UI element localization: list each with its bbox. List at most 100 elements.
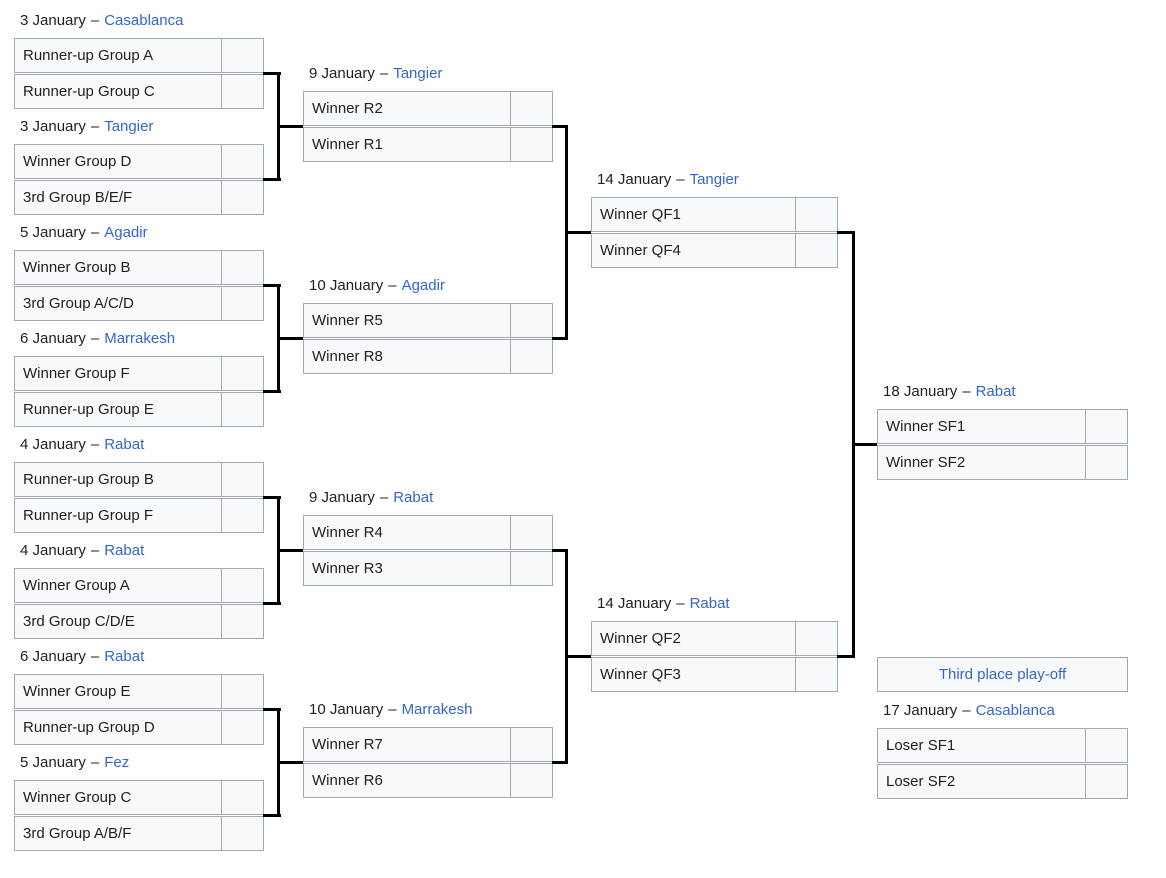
team-row: Runner-up Group A [14, 38, 264, 73]
team-row: Winner Group D [14, 144, 264, 179]
date-venue-separator: – [90, 224, 100, 241]
date-venue-separator: – [90, 436, 100, 453]
date-venue-separator: – [379, 489, 389, 506]
team-name: Winner Group C [23, 789, 132, 806]
match-header: 17 January–Casablanca [877, 700, 1128, 722]
score-cell [1085, 410, 1127, 443]
team-name: Winner Group D [23, 153, 132, 170]
venue-link[interactable]: Tangier [393, 65, 443, 82]
match-date: 4 January [20, 542, 86, 559]
team-row: Runner-up Group C [14, 74, 264, 109]
team-name: Winner Group A [23, 577, 130, 594]
match-sf-2: 14 January–Rabat Winner QF2 Winner QF3 [591, 593, 838, 692]
score-cell [795, 234, 837, 267]
match-r16-3: 5 January–Agadir Winner Group B 3rd Grou… [14, 222, 264, 321]
match-date: 3 January [20, 118, 86, 135]
score-cell [221, 605, 263, 638]
match-header: 18 January–Rabat [877, 381, 1128, 403]
match-sf-1: 14 January–Tangier Winner QF1 Winner QF4 [591, 169, 838, 268]
venue-link[interactable]: Tangier [689, 171, 739, 188]
team-row: Winner SF1 [877, 409, 1128, 444]
venue-link[interactable]: Rabat [689, 595, 730, 612]
venue-link[interactable]: Casablanca [104, 12, 184, 29]
connector-line [552, 125, 568, 128]
match-header: 4 January–Rabat [14, 540, 264, 562]
team-name: Runner-up Group B [23, 471, 154, 488]
team-row: Winner Group E [14, 674, 264, 709]
match-header: 3 January–Casablanca [14, 10, 264, 32]
score-cell [221, 499, 263, 532]
team-name: Winner Group E [23, 683, 131, 700]
match-header: 4 January–Rabat [14, 434, 264, 456]
team-row: 3rd Group B/E/F [14, 180, 264, 215]
score-cell [221, 393, 263, 426]
score-cell [795, 198, 837, 231]
match-r16-6: 4 January–Rabat Winner Group A 3rd Group… [14, 540, 264, 639]
match-r16-7: 6 January–Rabat Winner Group E Runner-up… [14, 646, 264, 745]
team-name: Loser SF1 [886, 737, 956, 754]
match-header: 6 January–Rabat [14, 646, 264, 668]
team-name: Runner-up Group F [23, 507, 154, 524]
team-row: Winner Group B [14, 250, 264, 285]
match-header: 5 January–Agadir [14, 222, 264, 244]
team-row: Winner R6 [303, 763, 553, 798]
score-cell [795, 658, 837, 691]
match-qf-4: 10 January–Marrakesh Winner R7 Winner R6 [303, 699, 553, 798]
team-name: Winner SF2 [886, 454, 966, 471]
score-cell [510, 552, 552, 585]
venue-link[interactable]: Tangier [104, 118, 154, 135]
connector-line [277, 761, 303, 764]
match-date: 17 January [883, 702, 958, 719]
team-row: Winner SF2 [877, 445, 1128, 480]
match-date: 10 January [309, 277, 384, 294]
third-place-link[interactable]: Third place play-off [938, 666, 1067, 683]
match-date: 9 January [309, 65, 375, 82]
third-place-header: Third place play-off [877, 657, 1128, 692]
team-name: 3rd Group C/D/E [23, 613, 135, 630]
venue-link[interactable]: Casablanca [975, 702, 1055, 719]
match-header: 14 January–Tangier [591, 169, 838, 191]
score-cell [221, 251, 263, 284]
score-cell [221, 463, 263, 496]
score-cell [221, 817, 263, 850]
score-cell [510, 304, 552, 337]
match-date: 5 January [20, 754, 86, 771]
team-name: Winner R4 [312, 524, 383, 541]
venue-link[interactable]: Agadir [104, 224, 148, 241]
match-date: 14 January [597, 171, 672, 188]
team-row: Winner R5 [303, 303, 553, 338]
date-venue-separator: – [676, 171, 685, 188]
team-name: Winner R1 [312, 136, 383, 153]
score-cell [510, 128, 552, 161]
venue-link[interactable]: Marrakesh [104, 330, 176, 347]
venue-link[interactable]: Marrakesh [401, 701, 473, 718]
date-venue-separator: – [388, 277, 397, 294]
team-name: Winner Group B [23, 259, 131, 276]
match-final: 18 January–Rabat Winner SF1 Winner SF2 [877, 381, 1128, 480]
team-name: Loser SF2 [886, 773, 956, 790]
connector-line [263, 390, 281, 393]
venue-link[interactable]: Rabat [104, 648, 145, 665]
score-cell [221, 357, 263, 390]
venue-link[interactable]: Rabat [104, 542, 145, 559]
team-row: Runner-up Group E [14, 392, 264, 427]
match-header: 5 January–Fez [14, 752, 264, 774]
score-cell [510, 340, 552, 373]
team-name: Winner Group F [23, 365, 130, 382]
team-name: Winner QF1 [600, 206, 681, 223]
team-row: Winner R7 [303, 727, 553, 762]
team-row: Winner R4 [303, 515, 553, 550]
team-name: Winner R8 [312, 348, 383, 365]
score-cell [1085, 446, 1127, 479]
match-header: 10 January–Agadir [303, 275, 553, 297]
team-row: Runner-up Group B [14, 462, 264, 497]
match-qf-3: 9 January–Rabat Winner R4 Winner R3 [303, 487, 553, 586]
match-header: 6 January–Marrakesh [14, 328, 264, 350]
score-cell [510, 728, 552, 761]
venue-link[interactable]: Rabat [975, 383, 1016, 400]
team-name: 3rd Group A/C/D [23, 295, 134, 312]
venue-link[interactable]: Rabat [393, 489, 434, 506]
venue-link[interactable]: Rabat [104, 436, 145, 453]
venue-link[interactable]: Agadir [401, 277, 445, 294]
venue-link[interactable]: Fez [104, 754, 130, 771]
